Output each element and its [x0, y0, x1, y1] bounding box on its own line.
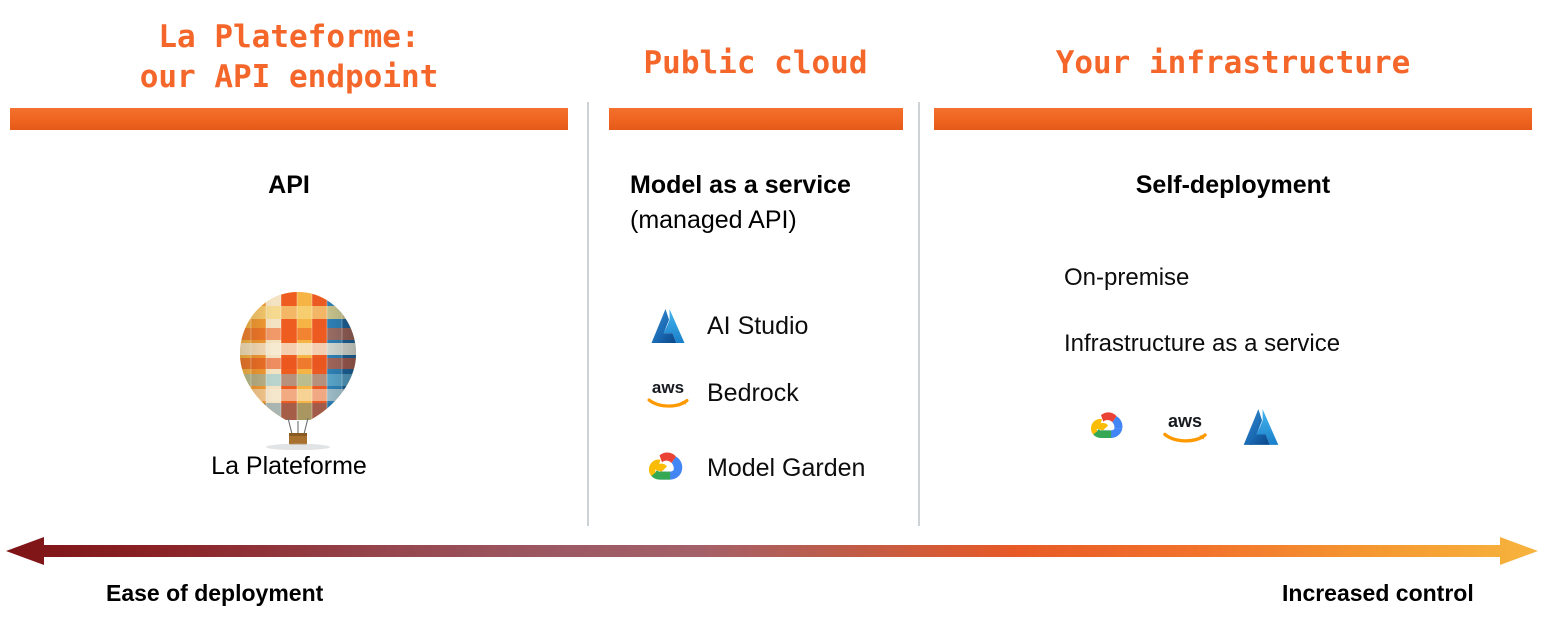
aws-logo-icon: aws [645, 372, 691, 414]
google-cloud-logo-icon [645, 447, 691, 489]
azure-logo-icon [1238, 406, 1284, 448]
aws-logo-icon: aws [1158, 406, 1212, 448]
svg-text:aws: aws [652, 378, 684, 397]
deployment-spectrum-arrow [0, 534, 1544, 568]
column-bar-public-cloud [609, 108, 903, 130]
column-heading-public-cloud: Public cloud [643, 45, 868, 81]
column-bar-la-plateforme [10, 108, 568, 130]
deployment-option-on-premise: On-premise [1064, 264, 1190, 291]
provider-logo-strip: aws [1086, 406, 1284, 448]
column-divider-right [918, 102, 920, 526]
google-cloud-logo-icon [1086, 406, 1132, 448]
column-bar-your-infrastructure [934, 108, 1532, 130]
service-label: Model Garden [707, 453, 866, 482]
axis-label-ease-of-deployment: Ease of deployment [106, 580, 324, 606]
axis-label-increased-control: Increased control [1282, 580, 1474, 606]
column-subtitle-managed-api: (managed API) [630, 206, 797, 234]
column-caption-la-plateforme: La Plateforme [211, 452, 367, 480]
column-title-self-deployment: Self-deployment [1135, 171, 1331, 199]
azure-logo-icon [645, 305, 691, 347]
svg-text:aws: aws [1168, 411, 1202, 431]
service-item-ai-studio[interactable]: AI Studio [645, 305, 808, 347]
column-divider-left [587, 102, 589, 526]
service-item-model-garden[interactable]: Model Garden [645, 447, 865, 489]
column-title-api: API [268, 171, 310, 199]
column-heading-your-infrastructure: Your infrastructure [1055, 45, 1411, 81]
column-title-model-as-a-service: Model as a service [630, 171, 851, 199]
column-heading-la-plateforme: La Plateforme: our API endpoint [139, 19, 439, 95]
service-label: AI Studio [707, 311, 809, 340]
service-item-bedrock[interactable]: aws Bedrock [645, 372, 799, 414]
deployment-option-infrastructure-as-a-service: Infrastructure as a service [1064, 330, 1341, 357]
hot-air-balloon-icon [228, 288, 368, 451]
service-label: Bedrock [707, 378, 799, 407]
